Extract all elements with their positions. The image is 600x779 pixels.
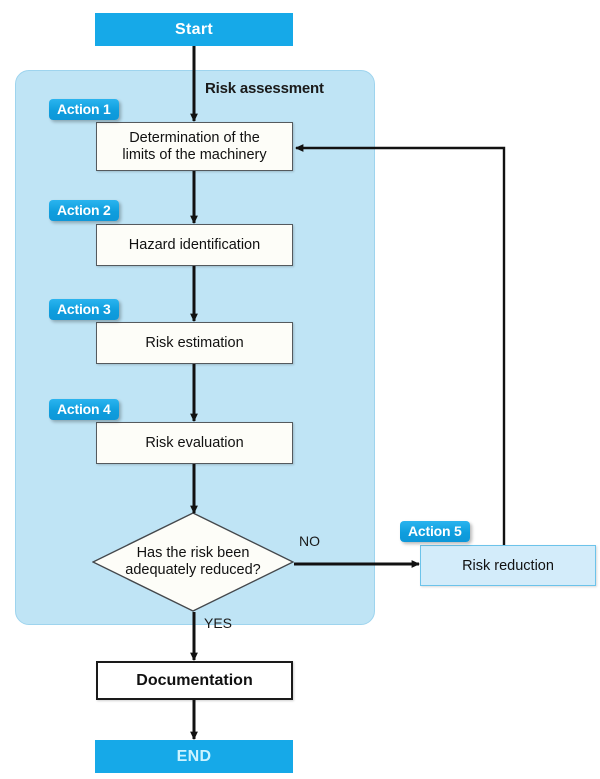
edge-label-no: NO	[299, 533, 320, 549]
documentation-node[interactable]: Documentation	[96, 661, 293, 700]
action-2-node[interactable]: Hazard identification	[96, 224, 293, 266]
action-2-node-label: Hazard identification	[128, 236, 261, 253]
start-node-label: Start	[175, 20, 213, 38]
action-3-node-label: Risk estimation	[145, 334, 244, 351]
action-4-badge: Action 4	[49, 399, 119, 420]
action-3-badge: Action 3	[49, 299, 119, 320]
start-node[interactable]: Start	[95, 13, 293, 46]
action-1-line-1: Determination of the	[129, 130, 260, 147]
action-3-node[interactable]: Risk estimation	[96, 322, 293, 364]
action-1-node[interactable]: Determination of the limits of the machi…	[96, 122, 293, 171]
risk-assessment-group-title: Risk assessment	[205, 80, 324, 97]
action-1-badge: Action 1	[49, 99, 119, 120]
edge-label-yes: YES	[204, 615, 233, 631]
action-4-node-label: Risk evaluation	[145, 434, 244, 451]
action-5-node-label: Risk reduction	[462, 557, 554, 574]
end-node-label: END	[176, 747, 212, 765]
action-1-node-label: Determination of the limits of the machi…	[122, 130, 266, 162]
decision-line-2: adequately reduced?	[125, 562, 261, 578]
decision-node[interactable]: Has the risk been adequately reduced?	[92, 512, 294, 612]
end-node[interactable]: END	[95, 740, 293, 773]
action-5-badge: Action 5	[400, 521, 470, 542]
action-1-line-2: limits of the machinery	[122, 146, 267, 163]
decision-node-label: Has the risk been adequately reduced?	[92, 512, 294, 612]
action-2-badge: Action 2	[49, 200, 119, 221]
action-4-node[interactable]: Risk evaluation	[96, 422, 293, 464]
documentation-node-label: Documentation	[136, 671, 253, 689]
action-5-node[interactable]: Risk reduction	[420, 545, 596, 586]
decision-diamond-shape	[92, 512, 294, 612]
decision-line-1: Has the risk been	[136, 544, 250, 561]
